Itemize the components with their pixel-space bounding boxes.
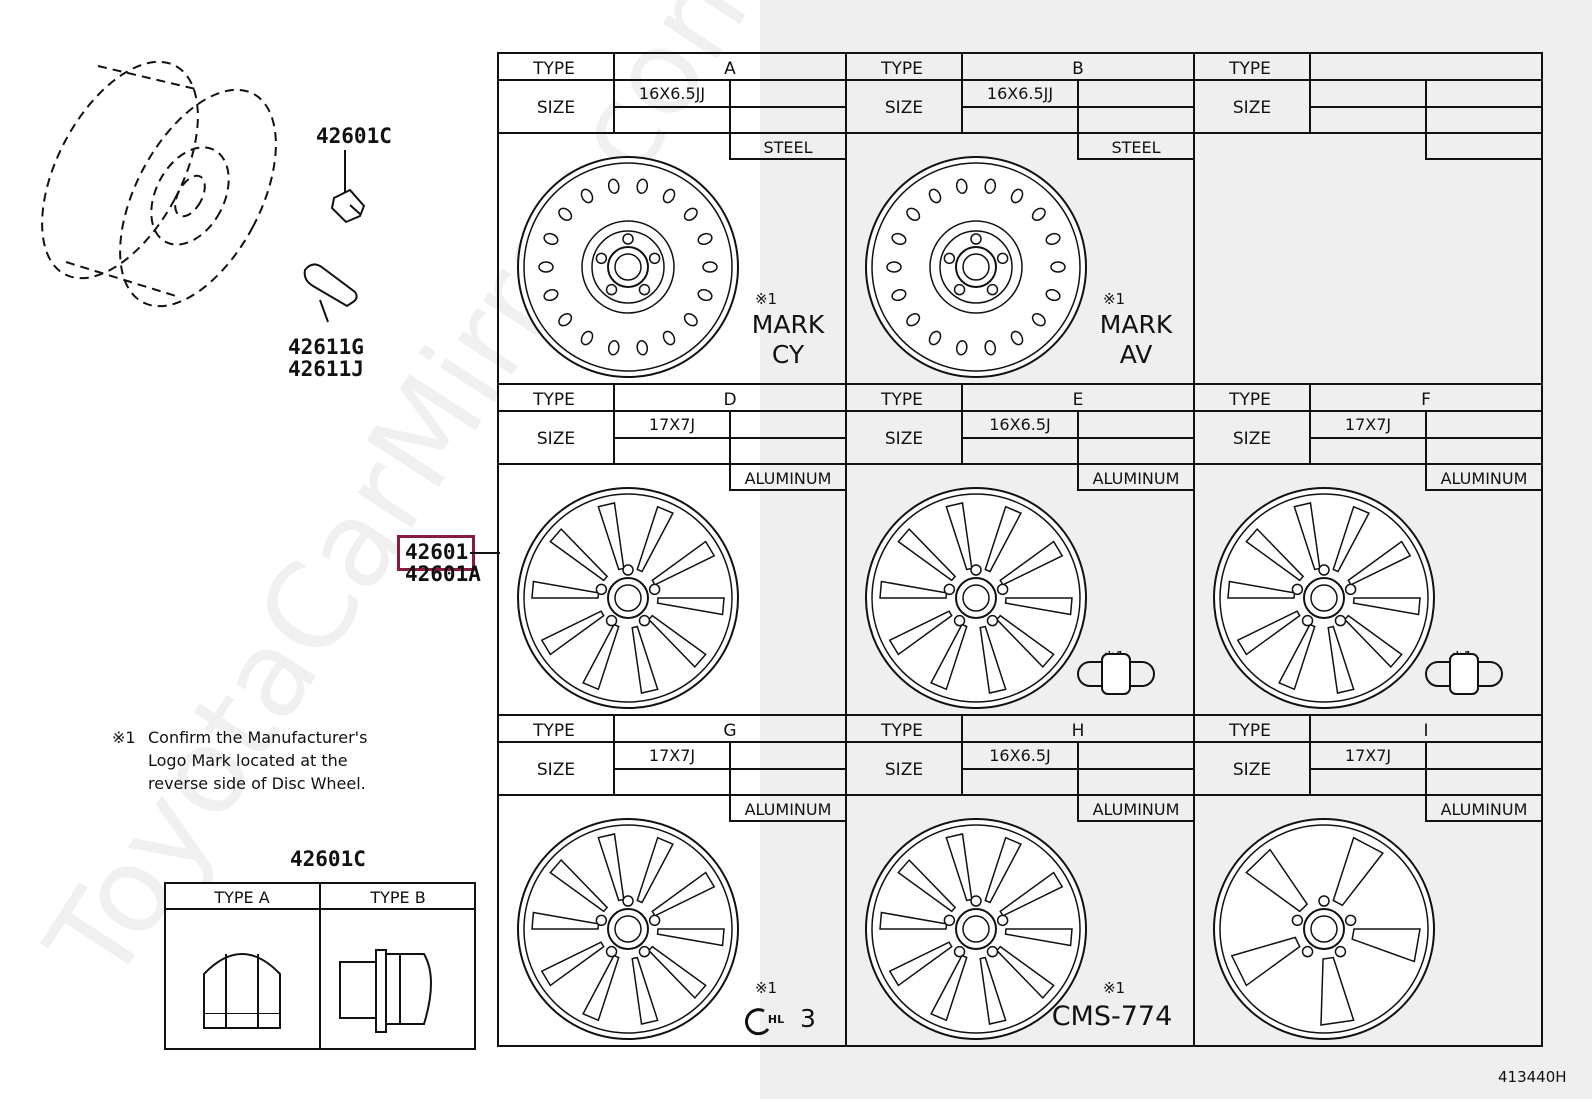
footnote-mark: ※1 xyxy=(112,728,136,747)
wheel-drawing xyxy=(865,487,1087,709)
type-a-header: TYPE A xyxy=(213,888,269,907)
material-label: STEEL xyxy=(763,138,812,157)
mark-ref: ※1 xyxy=(755,290,777,308)
size-value: 16X6.5J xyxy=(989,746,1050,765)
logo-mark-text: CMS-774 xyxy=(1052,1001,1173,1032)
logo-mark-line-2: CY xyxy=(772,340,805,369)
wheel-drawing xyxy=(865,818,1087,1040)
nut-table-title: 42601C xyxy=(290,847,366,871)
logo-mark-line-1: MARK xyxy=(1100,310,1173,339)
nut-type-b-drawing xyxy=(339,949,432,1033)
type-value: I xyxy=(1423,721,1428,741)
size-label: SIZE xyxy=(885,760,923,780)
material-label: ALUMINUM xyxy=(1441,469,1528,488)
size-label: SIZE xyxy=(537,760,575,780)
wheel-alt-part-number: 42601A xyxy=(405,562,481,586)
manufacturer-logo-icon xyxy=(1425,653,1503,695)
manufacturer-logo-icon xyxy=(1077,653,1155,695)
type-b-header: TYPE B xyxy=(369,888,425,907)
footnote-line-1: Confirm the Manufacturer's xyxy=(148,728,368,747)
mark-ref: ※1 xyxy=(755,979,777,997)
size-label: SIZE xyxy=(1233,429,1271,449)
type-value: G xyxy=(723,721,736,741)
callout-leader-line xyxy=(470,552,500,554)
size-label: SIZE xyxy=(1233,760,1271,780)
material-label: ALUMINUM xyxy=(745,469,832,488)
wheel-part-number[interactable]: 42601 xyxy=(405,540,469,564)
size-label: SIZE xyxy=(885,98,923,118)
size-value: 17X7J xyxy=(1345,415,1391,434)
hl-logo-icon: HL xyxy=(745,1008,784,1036)
size-value: 17X7J xyxy=(649,746,695,765)
nut-type-a-drawing xyxy=(203,953,281,1029)
wheel-drawing xyxy=(517,487,739,709)
material-label: ALUMINUM xyxy=(1093,800,1180,819)
type-label: TYPE xyxy=(1228,390,1271,410)
wheel-drawing xyxy=(1213,818,1435,1040)
type-value: A xyxy=(724,59,736,79)
wheel-assembly-illustration xyxy=(41,60,366,323)
type-label: TYPE xyxy=(532,390,575,410)
wheel-cell-D: TYPE SIZE D 17X7J ALUMINUM xyxy=(497,383,847,716)
size-label: SIZE xyxy=(885,429,923,449)
wheel-drawing xyxy=(517,818,739,1040)
size-value: 17X7J xyxy=(649,415,695,434)
nut-type-table: TYPE A TYPE B xyxy=(164,882,476,1050)
material-label: STEEL xyxy=(1111,138,1160,157)
size-value: 16X6.5JJ xyxy=(987,84,1053,103)
mark-ref: ※1 xyxy=(1103,290,1125,308)
material-label: ALUMINUM xyxy=(745,800,832,819)
logo-mark-line-2: AV xyxy=(1120,340,1153,369)
type-value: F xyxy=(1421,390,1431,410)
lug-nut-shape xyxy=(330,188,366,224)
type-label: TYPE xyxy=(880,59,923,79)
wheel-outline-front xyxy=(119,88,277,308)
valve-part-number-2: 42611J xyxy=(288,357,364,381)
type-label: TYPE xyxy=(880,721,923,741)
material-label: ALUMINUM xyxy=(1441,800,1528,819)
size-label: SIZE xyxy=(537,429,575,449)
type-label: TYPE xyxy=(532,59,575,79)
type-value: H xyxy=(1072,721,1085,741)
valve-part-number-1: 42611G xyxy=(288,335,364,359)
type-label: TYPE xyxy=(880,390,923,410)
footnote-line-2: Logo Mark located at the xyxy=(148,751,348,770)
mark-ref: ※1 xyxy=(1103,979,1125,997)
nut-part-number: 42601C xyxy=(316,124,392,148)
wheel-drawing xyxy=(865,156,1087,378)
type-label: TYPE xyxy=(1228,721,1271,741)
valve-stem-shape xyxy=(303,263,358,308)
type-label: TYPE xyxy=(1228,59,1271,79)
wheel-outline-back xyxy=(41,60,199,280)
type-label: TYPE xyxy=(532,721,575,741)
logo-mark-number: 3 xyxy=(800,1004,816,1033)
size-label: SIZE xyxy=(1233,98,1271,118)
diagram-id: 413440H xyxy=(1498,1068,1567,1086)
svg-text:HL: HL xyxy=(768,1013,784,1026)
size-value: 16X6.5JJ xyxy=(639,84,705,103)
wheel-cell-I: TYPE SIZE I 17X7J ALUMINUM xyxy=(1193,714,1543,1047)
wheel-drawing xyxy=(1213,487,1435,709)
wheel-drawing xyxy=(517,156,739,378)
size-label: SIZE xyxy=(537,98,575,118)
wheel-cell-blank: TYPE SIZE xyxy=(1193,52,1543,385)
footnote-line-3: reverse side of Disc Wheel. xyxy=(148,774,366,793)
wheel-cell-G: TYPE SIZE G 17X7J ALUMINUM ※1HL 3 xyxy=(497,714,847,1047)
logo-mark-line-1: MARK xyxy=(752,310,825,339)
type-value: B xyxy=(1072,59,1084,79)
size-value: 16X6.5J xyxy=(989,415,1050,434)
type-value: D xyxy=(723,390,736,410)
material-label: ALUMINUM xyxy=(1093,469,1180,488)
type-value: E xyxy=(1073,390,1084,410)
size-value: 17X7J xyxy=(1345,746,1391,765)
